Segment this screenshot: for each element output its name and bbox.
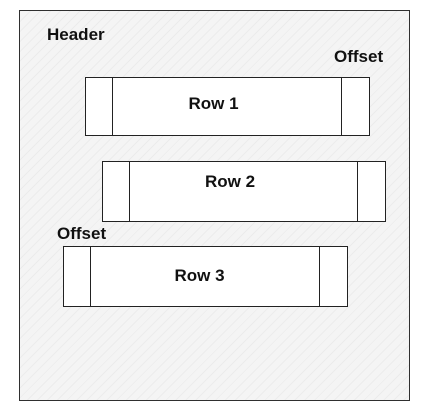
row-2-left-cap	[129, 162, 130, 221]
row-1-label: Row 1	[188, 94, 239, 113]
row-box-3: Row 3	[63, 246, 348, 307]
row-3-label: Row 3	[174, 266, 225, 285]
row-2-label: Row 2	[204, 172, 256, 191]
row-3-left-cap	[90, 247, 91, 306]
row-box-1: Row 1	[85, 77, 370, 136]
offset-label-top: Offset	[334, 47, 384, 66]
row-box-2: Row 2	[102, 161, 386, 222]
row-1-left-cap	[112, 78, 113, 135]
row-3-right-cap	[319, 247, 320, 306]
row-1-right-cap	[341, 78, 342, 135]
header-label: Header	[47, 25, 105, 44]
offset-label-left: Offset	[57, 224, 107, 243]
row-2-right-cap	[357, 162, 358, 221]
